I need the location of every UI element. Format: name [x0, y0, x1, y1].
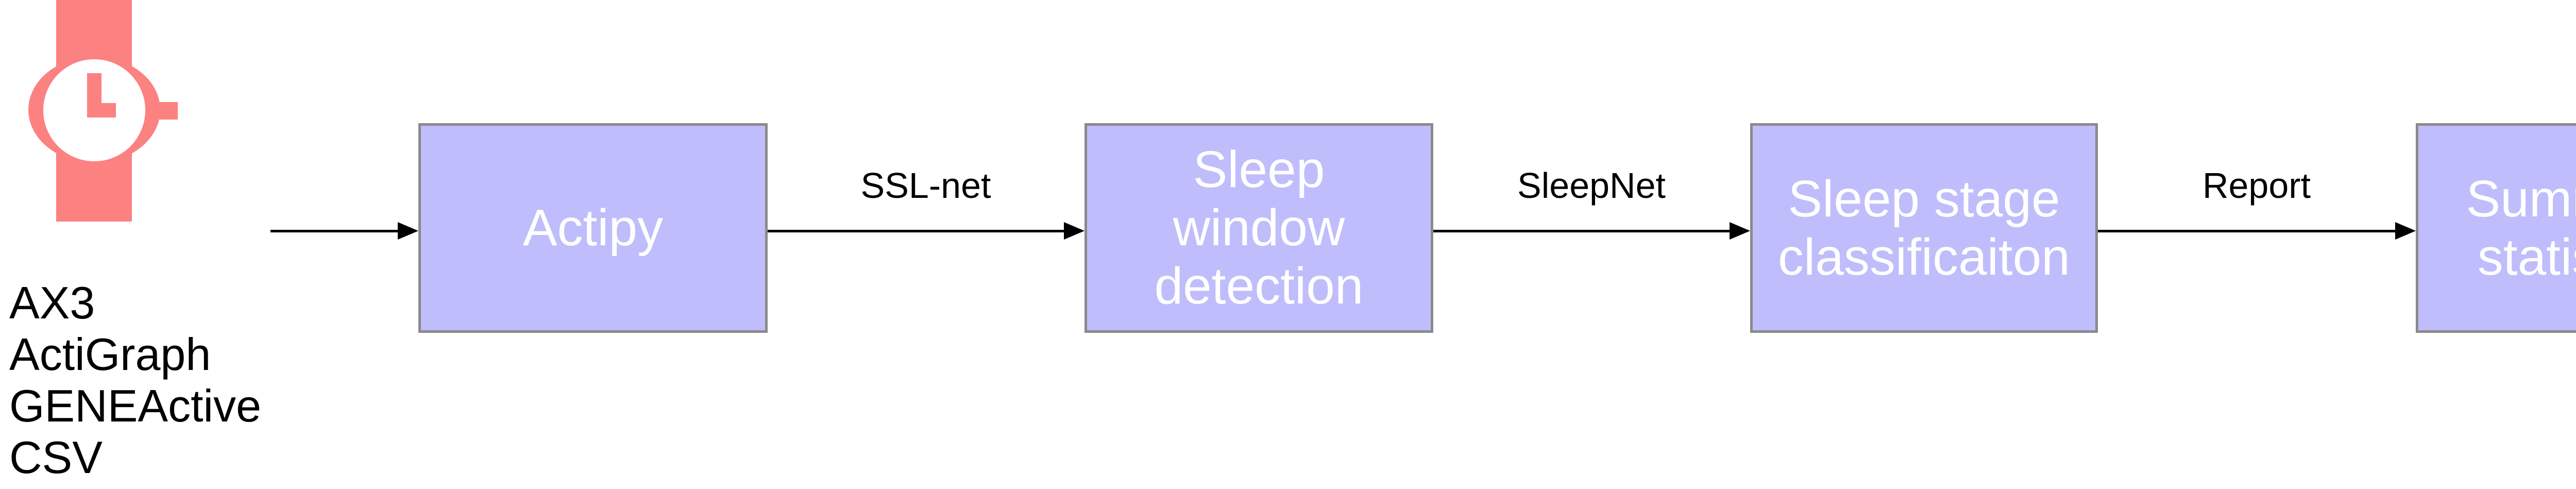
node-summary-statistics: Summary statistics	[2416, 123, 2576, 333]
edge-label-ssl-net: SSL-net	[860, 165, 991, 206]
arrowhead-actipy-to-sleep-window	[1064, 222, 1084, 240]
watch-icon	[28, 0, 178, 222]
watch-crown	[159, 102, 178, 120]
arrowhead-sleep-window-to-sleep-stage	[1730, 222, 1750, 240]
node-sleep-stage-classification-label: Sleep stage classificaiton	[1778, 170, 2070, 286]
watch-minute-hand	[87, 103, 116, 117]
node-sleep-stage-classification: Sleep stage classificaiton	[1750, 123, 2098, 333]
node-actipy-label: Actipy	[522, 199, 664, 257]
edge-label-sleepnet: SleepNet	[1517, 165, 1666, 206]
node-sleep-window-detection: Sleep window detection	[1084, 123, 1433, 333]
arrow-sleep-window-to-sleep-stage	[1433, 230, 1730, 232]
arrow-actipy-to-sleep-window	[768, 230, 1064, 232]
node-actipy: Actipy	[418, 123, 768, 333]
input-format-geneactive: GENEActive	[9, 380, 262, 431]
edge-label-report: Report	[2202, 165, 2311, 206]
node-summary-statistics-label: Summary statistics	[2466, 170, 2576, 286]
arrow-device-to-actipy	[270, 230, 398, 232]
input-format-ax3: AX3	[9, 277, 95, 328]
node-sleep-window-detection-label: Sleep window detection	[1154, 141, 1364, 315]
arrowhead-sleep-stage-to-summary	[2395, 222, 2416, 240]
input-formats-list: AX3 ActiGraph GENEActive CSV	[9, 277, 261, 483]
arrow-sleep-stage-to-summary	[2098, 230, 2395, 232]
input-format-csv: CSV	[9, 432, 103, 483]
input-format-actigraph: ActiGraph	[9, 329, 211, 380]
arrowhead-device-to-actipy	[398, 222, 418, 240]
